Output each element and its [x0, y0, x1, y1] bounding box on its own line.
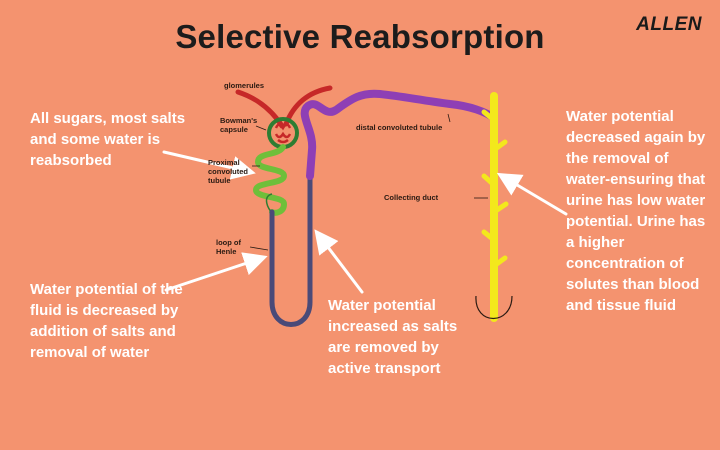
brand-logo: ALLEN: [636, 14, 702, 35]
distal-convoluted-tubule: [300, 89, 498, 180]
label-pct-2: convoluted: [208, 167, 248, 176]
collecting-duct-branches: [481, 109, 509, 269]
arrow-to-proximal: [162, 150, 256, 180]
glomerulus: [274, 123, 292, 144]
loop-of-henle: [269, 173, 313, 327]
label-glomerules: glomerules: [224, 81, 264, 90]
label-pct-1: Proximal: [208, 158, 240, 167]
page-title: Selective Reabsorption: [175, 18, 545, 55]
label-bowmans-2: capsule: [220, 125, 248, 134]
proximal-convoluted-tubule: [252, 144, 288, 216]
label-collecting-duct: Collecting duct: [384, 193, 439, 202]
label-pct-3: tubule: [208, 176, 231, 185]
note-middle-bottom: Water potential increased as salts are r…: [328, 297, 458, 377]
note-left-bottom: Water potential of the fluid is decrease…: [30, 281, 183, 361]
arrow-to-loop-ascending: [314, 229, 364, 294]
label-bowmans-1: Bowman's: [220, 116, 257, 125]
renal-pelvis: [475, 295, 513, 320]
note-right: Water potential decreased again by the r…: [566, 108, 706, 314]
note-left-top: All sugars, most salts and some water is…: [30, 110, 186, 169]
arrow-to-loop-descending: [164, 252, 268, 292]
arrow-to-collecting-duct: [496, 172, 568, 216]
label-dct: distal convoluted tubule: [356, 123, 442, 132]
label-loop-1: loop of: [216, 238, 241, 247]
label-loop-2: Henle: [216, 247, 236, 256]
